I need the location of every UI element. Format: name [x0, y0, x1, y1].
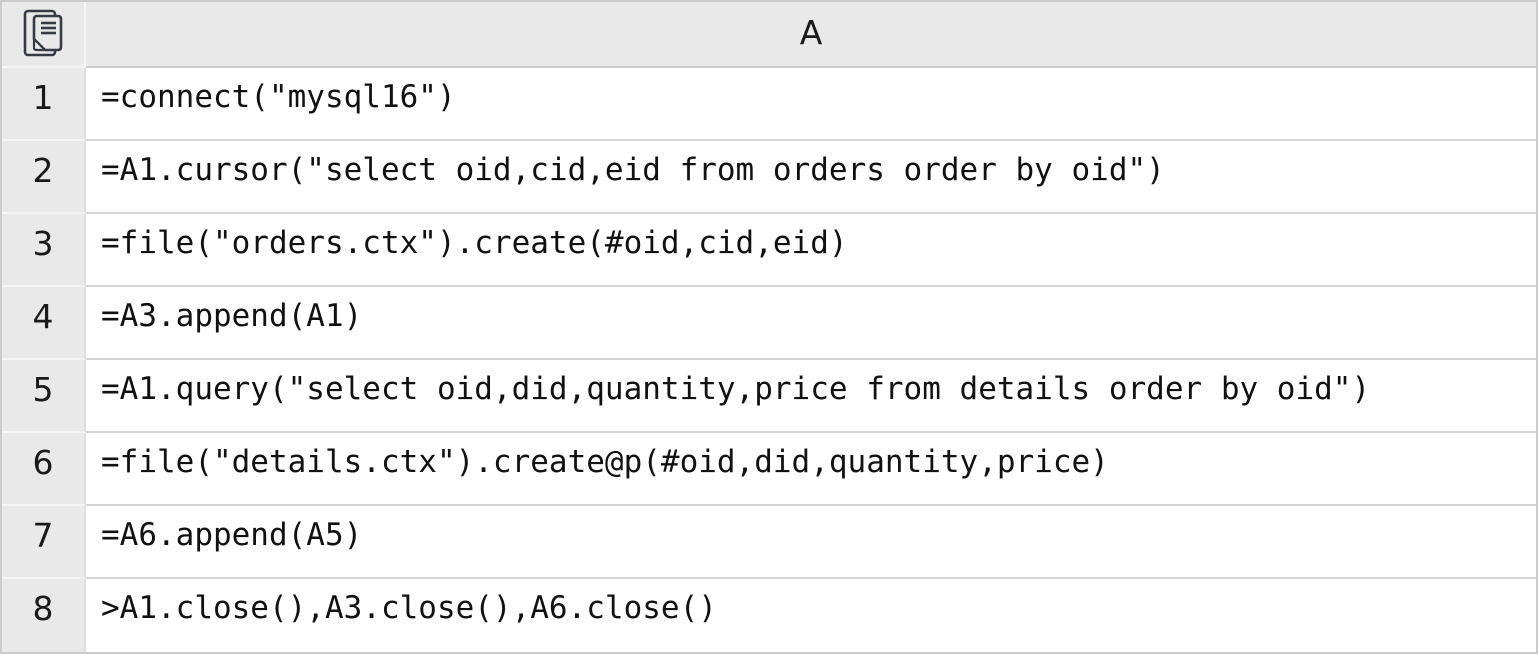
table-row: 2 =A1.cursor("select oid,cid,eid from or…: [2, 141, 1536, 214]
cell-A4[interactable]: =A3.append(A1): [86, 287, 1536, 360]
row-header-8[interactable]: 8: [2, 579, 86, 652]
document-stack-icon: [23, 9, 63, 57]
cell-A1[interactable]: =connect("mysql16"): [86, 68, 1536, 141]
table-row: 1 =connect("mysql16"): [2, 68, 1536, 141]
table-row: 5 =A1.query("select oid,did,quantity,pri…: [2, 360, 1536, 433]
table-row: 4 =A3.append(A1): [2, 287, 1536, 360]
row-header-2[interactable]: 2: [2, 141, 86, 214]
grid-body: 1 =connect("mysql16") 2 =A1.cursor("sele…: [2, 68, 1536, 652]
cell-A7[interactable]: =A6.append(A5): [86, 506, 1536, 579]
table-row: 8 >A1.close(),A3.close(),A6.close(): [2, 579, 1536, 652]
row-header-5[interactable]: 5: [2, 360, 86, 433]
row-header-1[interactable]: 1: [2, 68, 86, 141]
cell-A8[interactable]: >A1.close(),A3.close(),A6.close(): [86, 579, 1536, 652]
cell-A5[interactable]: =A1.query("select oid,did,quantity,price…: [86, 360, 1536, 433]
row-header-4[interactable]: 4: [2, 287, 86, 360]
row-header-6[interactable]: 6: [2, 433, 86, 506]
table-row: 3 =file("orders.ctx").create(#oid,cid,ei…: [2, 214, 1536, 287]
select-all-corner[interactable]: [2, 2, 86, 68]
table-row: 6 =file("details.ctx").create@p(#oid,did…: [2, 433, 1536, 506]
cell-A3[interactable]: =file("orders.ctx").create(#oid,cid,eid): [86, 214, 1536, 287]
column-header-row: A: [2, 2, 1536, 68]
cell-A6[interactable]: =file("details.ctx").create@p(#oid,did,q…: [86, 433, 1536, 506]
row-header-7[interactable]: 7: [2, 506, 86, 579]
column-header-A[interactable]: A: [86, 2, 1536, 68]
table-row: 7 =A6.append(A5): [2, 506, 1536, 579]
row-header-3[interactable]: 3: [2, 214, 86, 287]
cell-A2[interactable]: =A1.cursor("select oid,cid,eid from orde…: [86, 141, 1536, 214]
